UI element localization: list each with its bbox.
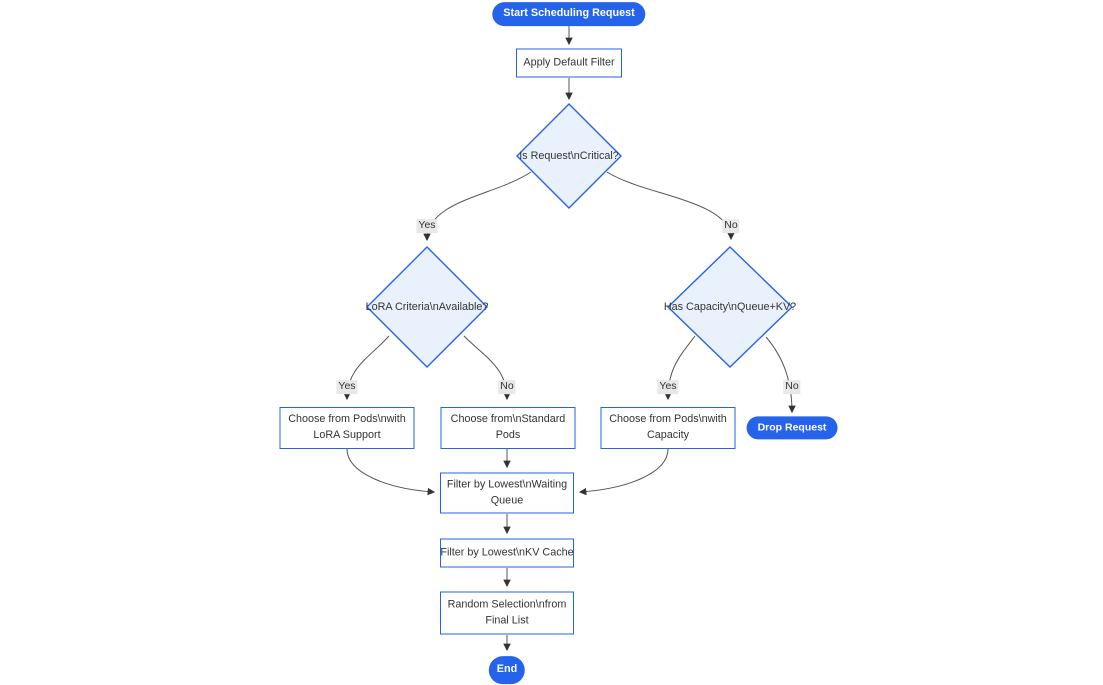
node-filter-waiting-queue-line2: Queue xyxy=(490,494,524,506)
node-choose-capacity-pods-line1: Choose from Pods\nwith xyxy=(609,413,727,426)
node-filter-kv-cache-label: Filter by Lowest\nKV Cache xyxy=(440,546,574,559)
node-has-capacity-label: Has Capacity\nQueue+KV? xyxy=(663,301,797,313)
node-apply-default-filter: Apply Default Filter xyxy=(516,48,622,78)
node-choose-standard-pods-line2: Pods xyxy=(495,429,521,441)
edge-choose-lora-to-filter-queue xyxy=(346,448,436,496)
decision-is-critical-shape xyxy=(516,103,622,209)
edge-is-critical-yes-to-lora xyxy=(423,171,532,242)
node-lora-available-label: LoRA Criteria\nAvailable? xyxy=(365,301,489,313)
node-start-label: Start Scheduling Request xyxy=(503,7,635,20)
node-choose-standard-pods: Choose from\nStandard Pods xyxy=(440,407,576,449)
node-choose-lora-pods: Choose from Pods\nwith LoRA Support xyxy=(279,407,415,449)
node-choose-lora-pods-line2: LoRA Support xyxy=(313,429,381,441)
node-drop-request-label: Drop Request xyxy=(757,421,827,434)
node-filter-waiting-queue-line1: Filter by Lowest\nWaiting xyxy=(446,478,568,491)
node-choose-capacity-pods: Choose from Pods\nwith Capacity xyxy=(600,407,736,449)
edge-label-lora-yes: Yes xyxy=(336,380,358,394)
node-random-selection-line2: Final List xyxy=(485,614,529,626)
node-random-selection: Random Selection\nfrom Final List xyxy=(440,591,574,635)
node-end-label: End xyxy=(496,663,518,676)
node-apply-default-filter-label: Apply Default Filter xyxy=(523,56,615,69)
node-choose-capacity-pods-line2: Capacity xyxy=(646,429,689,441)
node-random-selection-line1: Random Selection\nfrom xyxy=(447,598,567,611)
node-end: End xyxy=(488,656,526,684)
edge-label-critical-yes: Yes xyxy=(416,219,438,233)
node-start: Start Scheduling Request xyxy=(492,2,646,26)
edge-choose-capacity-to-filter-queue xyxy=(578,448,669,496)
edge-label-lora-no: No xyxy=(498,380,516,394)
edge-label-critical-no: No xyxy=(722,219,740,233)
edge-is-critical-no-to-capacity xyxy=(606,171,735,241)
edge-capacity-no-to-drop-request xyxy=(765,336,796,414)
edge-label-capacity-yes: Yes xyxy=(657,380,679,394)
node-choose-lora-pods-line1: Choose from Pods\nwith xyxy=(288,413,406,426)
decision-has-capacity-shape xyxy=(666,246,794,368)
decision-lora-available-shape xyxy=(366,246,488,368)
node-drop-request: Drop Request xyxy=(746,416,838,440)
node-filter-kv-cache: Filter by Lowest\nKV Cache xyxy=(440,538,574,568)
node-filter-waiting-queue: Filter by Lowest\nWaiting Queue xyxy=(440,472,574,514)
edge-label-capacity-no: No xyxy=(783,380,801,394)
node-choose-standard-pods-line1: Choose from\nStandard xyxy=(450,413,566,426)
node-is-critical-label: Is Request\nCritical? xyxy=(519,150,619,162)
